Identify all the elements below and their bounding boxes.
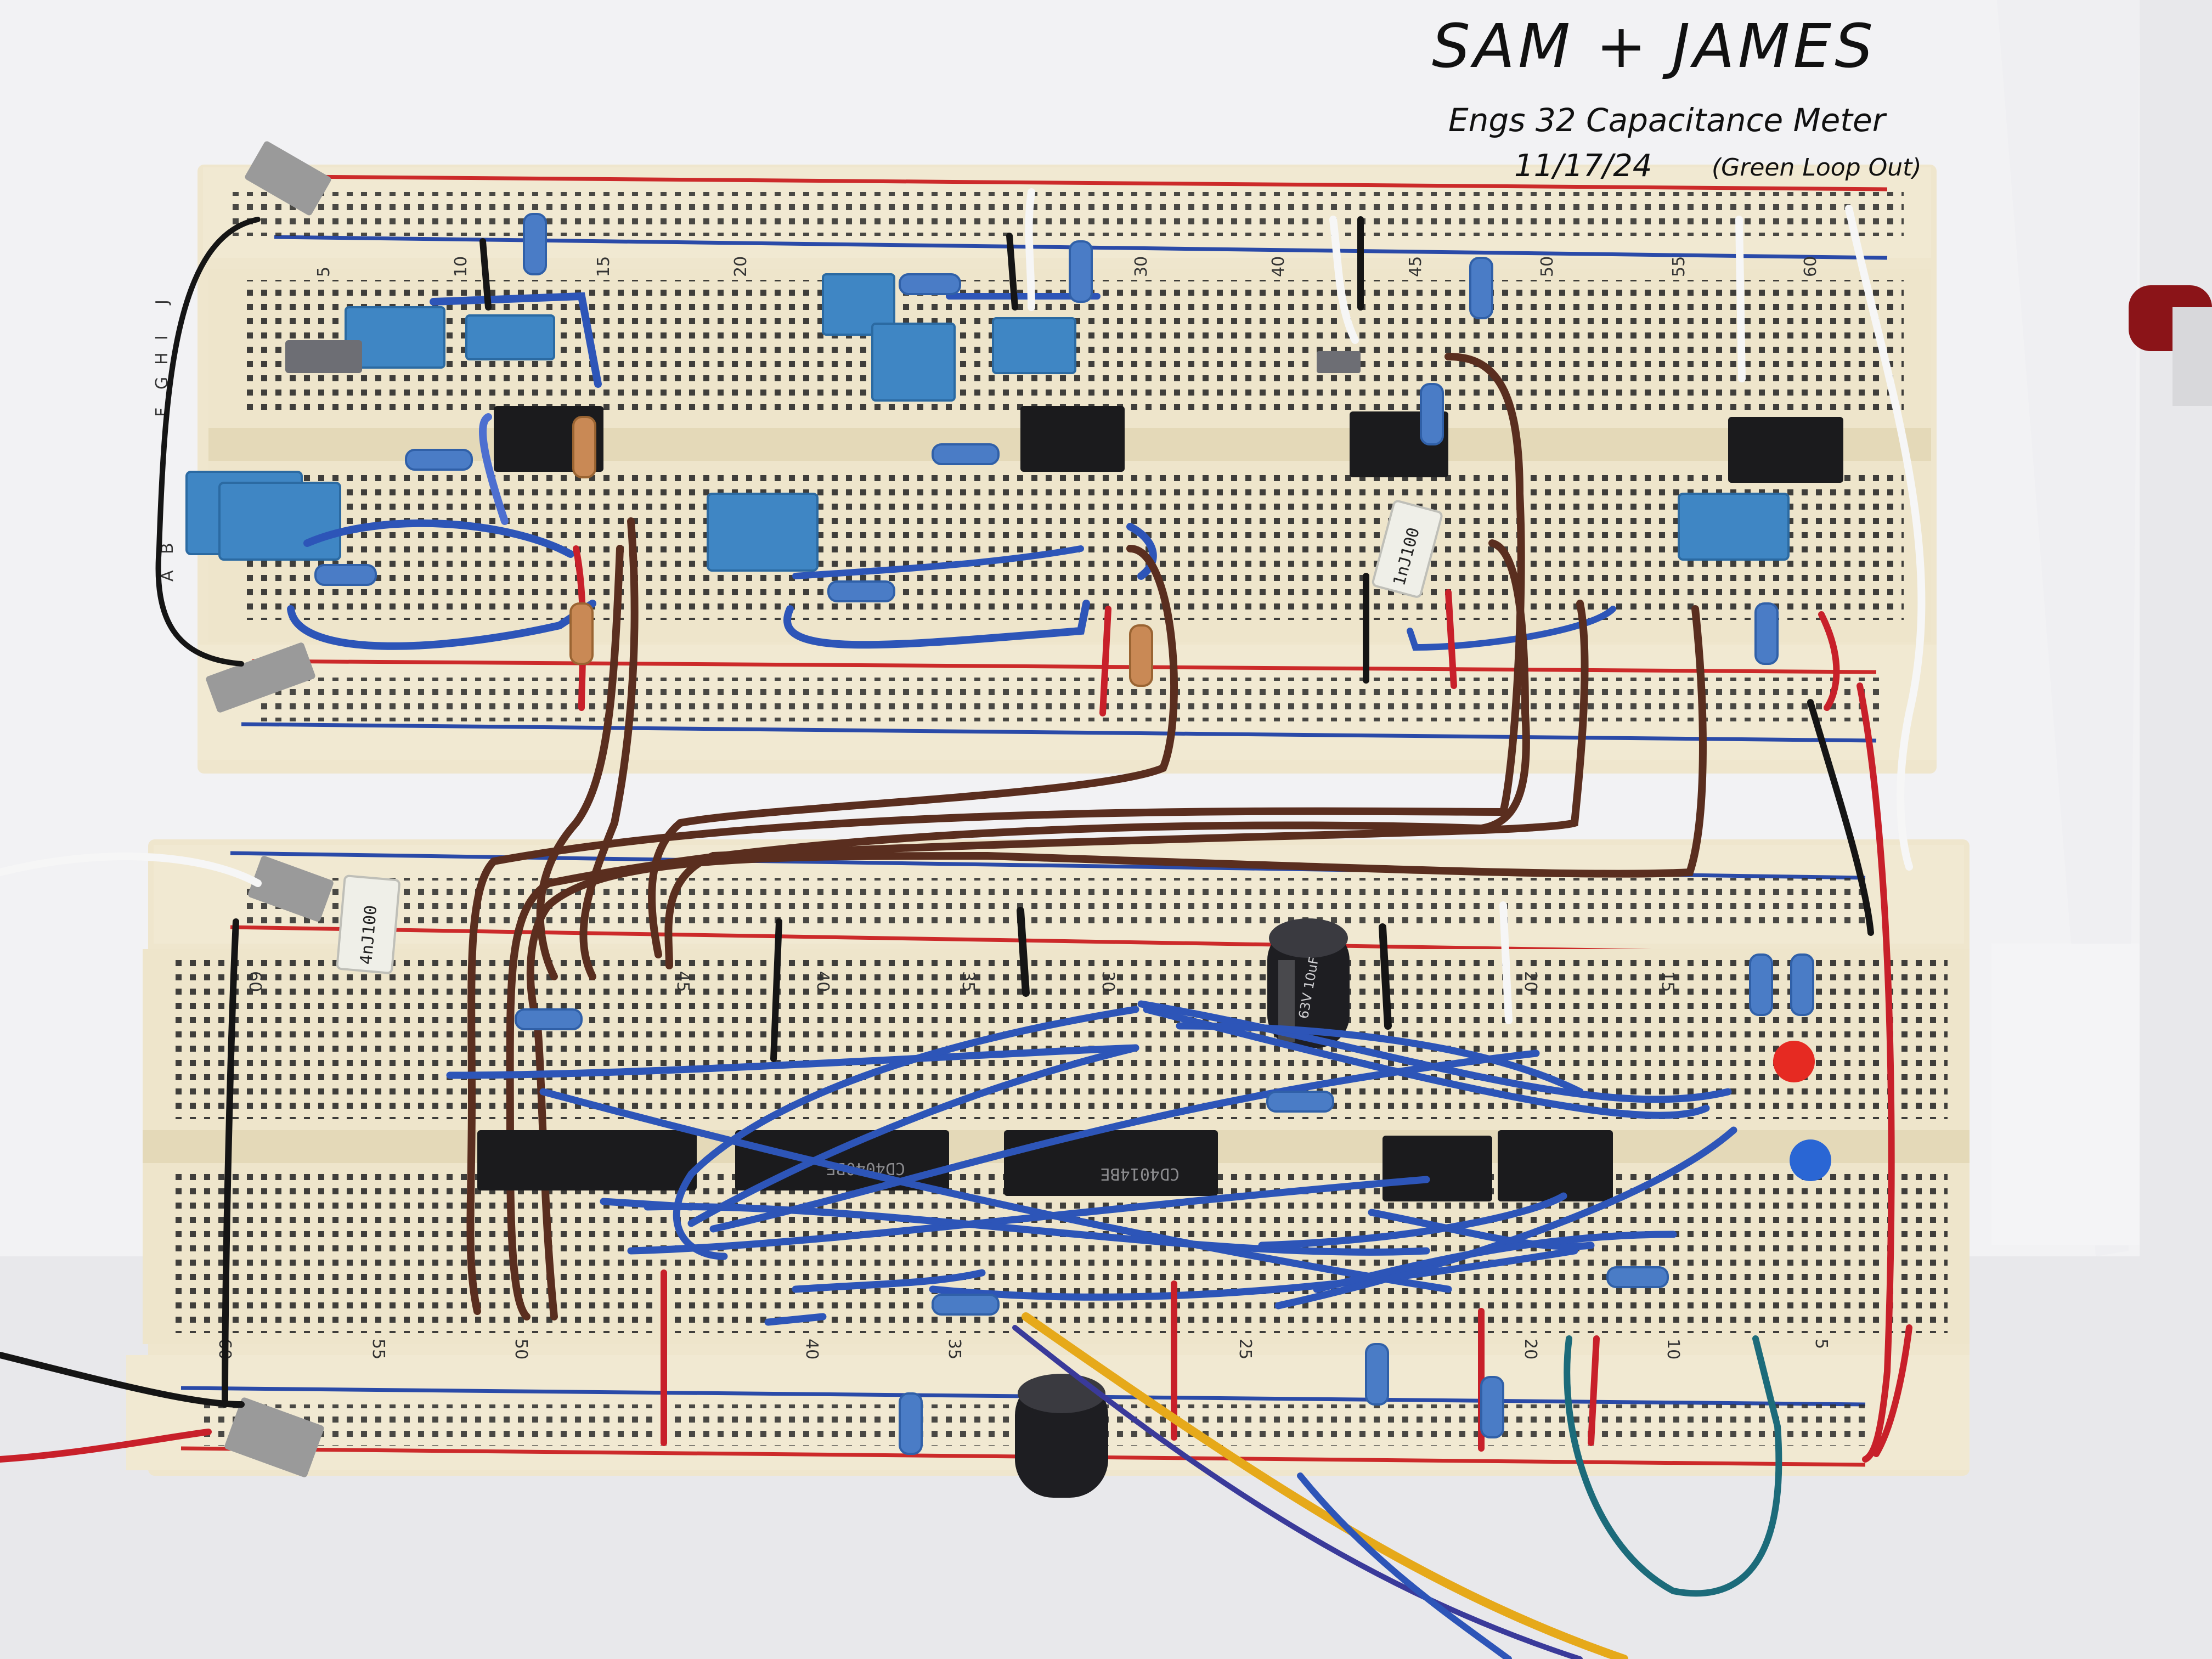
col-number: 20: [1521, 971, 1540, 992]
row-letter: A: [158, 570, 177, 582]
ic-chip: [1004, 1130, 1218, 1196]
note-tag: (Green Loop Out): [1712, 154, 1922, 182]
col-number: 10: [1663, 1339, 1683, 1359]
ic-chip: [1498, 1130, 1613, 1201]
col-number: 60: [245, 971, 264, 992]
col-number: 30: [1132, 256, 1151, 277]
film-capacitor: 1nJ100: [1372, 500, 1443, 598]
col-number: 50: [511, 1339, 531, 1359]
col-number: 15: [594, 256, 613, 277]
col-number: 35: [958, 971, 978, 992]
blue-led: [1790, 1139, 1831, 1181]
paper-edge-right: [1997, 0, 2140, 1256]
col-number: 5: [314, 267, 334, 277]
row-letter: J: [153, 300, 172, 306]
col-number: 10: [452, 256, 471, 277]
bottom-blue-wires: [446, 1000, 1737, 1326]
top-wires: [155, 188, 1926, 871]
op-amp-chip: [1020, 406, 1125, 472]
col-number: 40: [802, 1339, 821, 1359]
col-number: 50: [1538, 256, 1557, 277]
rail-jumpers: [206, 141, 334, 1477]
col-number: 60: [1801, 256, 1820, 277]
col-number: 30: [1098, 971, 1118, 992]
col-number: 35: [945, 1339, 964, 1359]
ic-label-inverter: CD4014BE: [1101, 1164, 1180, 1183]
note-title: SAM + JAMES: [1432, 11, 1877, 81]
bottom-column-numbers: 60 45 40 35 30 20 15 60 55 50 40 35 25 2…: [215, 971, 1831, 1359]
top-column-numbers: 5 10 15 20 30 40 45 50 55 60: [314, 256, 1820, 277]
film-capacitor-bottom: 4nJ100: [336, 874, 400, 974]
col-number: 40: [813, 971, 832, 992]
brown-wires: [466, 353, 1707, 1321]
col-number: 55: [369, 1339, 388, 1359]
col-number: 20: [1521, 1339, 1540, 1359]
col-number: 20: [731, 256, 751, 277]
note-date: 11/17/24: [1514, 148, 1652, 184]
col-number: 5: [1812, 1339, 1831, 1349]
tape: [1991, 944, 2140, 1245]
red-led: [1773, 1041, 1815, 1082]
bottom-ics: [477, 1130, 1613, 1201]
bottom-other-wires: [0, 682, 1912, 1659]
ic-chip: [477, 1130, 697, 1190]
top-small-trimmers: [285, 340, 1361, 373]
row-letter: H: [153, 352, 172, 365]
row-letter: B: [158, 543, 177, 554]
col-number: 55: [1669, 256, 1689, 277]
col-number: 15: [1658, 971, 1677, 992]
col-number: 45: [673, 971, 692, 992]
red-cap-part: [2129, 285, 2212, 406]
row-letter: I: [153, 335, 172, 340]
col-number: 45: [1406, 256, 1425, 277]
ic-chip: [1383, 1136, 1492, 1201]
op-amp-chip: [1728, 417, 1843, 483]
resistors: [314, 213, 1814, 1455]
note-subtitle: Engs 32 Capacitance Meter: [1448, 101, 1886, 139]
col-number: 40: [1269, 256, 1288, 277]
col-number: 25: [1235, 1339, 1255, 1359]
row-letter: G: [153, 377, 172, 390]
